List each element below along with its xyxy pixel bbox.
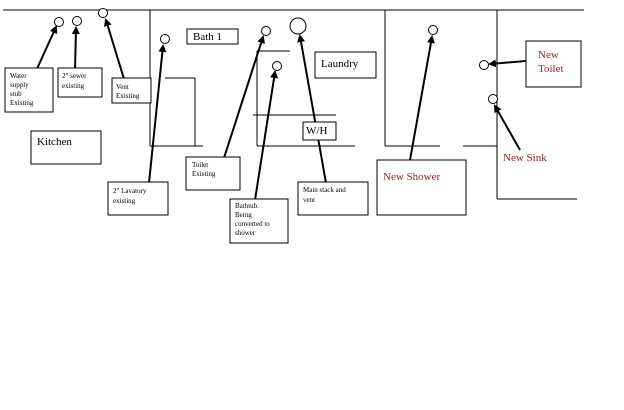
- main-stack-line: vent: [303, 196, 315, 204]
- water-supply-line: supply: [10, 81, 29, 89]
- toilet-line: Toilet: [192, 161, 208, 169]
- main-stack-line: Main stack and: [303, 186, 346, 194]
- water-supply-line: Water: [10, 72, 27, 80]
- arrow-new-sink: [494, 104, 521, 151]
- arrow-water-supply: [35, 25, 58, 72]
- new-shower-box: [376, 159, 467, 216]
- arrow-sewer: [71, 26, 80, 72]
- new-toilet-line: New: [538, 49, 559, 61]
- vent-line: Existing: [116, 92, 140, 100]
- bath-label-box: [186, 28, 239, 45]
- new-shower-label: New Shower: [383, 171, 440, 183]
- vent-note: Vent Existing: [116, 83, 140, 100]
- water-supply-line: Existing: [10, 99, 34, 107]
- new-sink-stub-icon: [488, 94, 498, 104]
- bathtub-note-box: [229, 198, 289, 244]
- bathtub-line: converted to: [235, 220, 270, 228]
- kitchen-label-box: [30, 130, 102, 165]
- main-stack-note: Main stack and vent: [303, 186, 348, 204]
- sewer-note-box: [57, 67, 103, 98]
- laundry-label: Laundry: [321, 58, 359, 70]
- lavatory-note-box: [107, 181, 169, 216]
- arrow-main-stack: [297, 34, 327, 184]
- bathtub-line: Bathtub.: [235, 202, 259, 210]
- toilet-stub-icon: [261, 26, 271, 36]
- sewer-line: existing: [62, 82, 85, 90]
- arrow-new-shower: [409, 35, 435, 161]
- water-supply-stub-icon: [54, 17, 64, 27]
- main-stack-icon: [289, 17, 307, 35]
- bathtub-note: Bathtub. Being converted to shower: [235, 202, 272, 237]
- fixtures: [54, 8, 498, 104]
- new-toilet-box: [525, 40, 582, 88]
- new-shower-drain-icon: [428, 25, 438, 35]
- water-supply-line: stub: [10, 90, 22, 98]
- toilet-note-box: [185, 156, 241, 191]
- sewer-note: 2" sewer existing: [62, 72, 88, 90]
- lavatory-stub-icon: [160, 34, 170, 44]
- water-heater-label-box: [302, 121, 337, 141]
- new-toilet-stub-icon: [479, 60, 489, 70]
- new-toilet-label: New Toilet: [538, 49, 564, 75]
- sewer-stub-icon: [72, 16, 82, 26]
- leader-arrows: [35, 18, 527, 201]
- water-supply-note-box: [4, 67, 54, 113]
- kitchen-label: Kitchen: [37, 136, 72, 148]
- vent-note-box: [111, 77, 152, 104]
- sewer-line: 2" sewer: [62, 72, 87, 80]
- room-labels: Kitchen Bath 1 Laundry W/H: [30, 28, 377, 165]
- lavatory-line: existing: [113, 197, 136, 205]
- walls: [3, 9, 584, 200]
- lavatory-line: 2" Lavatory: [113, 187, 147, 195]
- bathtub-drain-icon: [272, 61, 282, 71]
- arrow-toilet: [223, 35, 265, 159]
- arrow-bathtub: [254, 70, 279, 201]
- bathtub-line: Being: [235, 211, 252, 219]
- vent-line: Vent: [116, 83, 129, 91]
- laundry-label-box: [314, 51, 377, 79]
- bathtub-line: shower: [235, 229, 256, 237]
- new-toilet-line: Toilet: [538, 63, 564, 75]
- toilet-line: Existing: [192, 170, 216, 178]
- arrow-lavatory: [148, 44, 167, 184]
- main-stack-note-box: [297, 181, 369, 216]
- bath-label: Bath 1: [193, 31, 222, 43]
- water-heater-label: W/H: [306, 125, 327, 137]
- water-supply-note: Water supply stub Existing: [10, 72, 34, 107]
- new-fixture-notes: New Shower New Toilet New Sink: [376, 40, 582, 216]
- vent-stub-icon: [98, 8, 108, 18]
- existing-notes: Water supply stub Existing 2" sewer exis…: [4, 67, 369, 244]
- lavatory-note: 2" Lavatory existing: [113, 187, 148, 205]
- arrow-new-toilet: [488, 59, 527, 68]
- arrow-vent: [103, 18, 125, 80]
- toilet-note: Toilet Existing: [192, 161, 216, 178]
- new-sink-label: New Sink: [503, 152, 547, 164]
